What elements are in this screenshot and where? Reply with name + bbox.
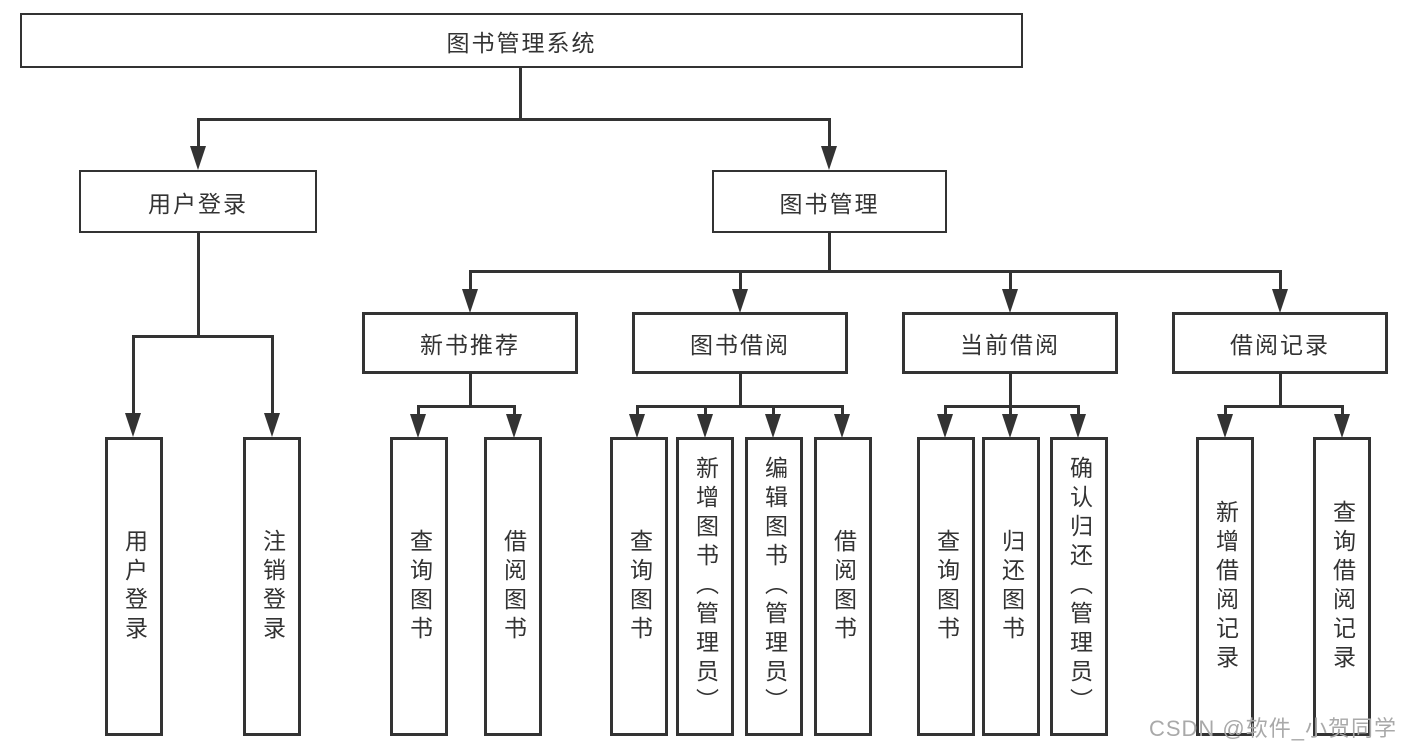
arrowhead-current-confirm-icon (1070, 414, 1086, 438)
connector-arrow-bquery-stem (636, 405, 639, 414)
leaf-current-return-label: 归还图书 (998, 528, 1025, 645)
node-user-login: 用户登录 (79, 170, 317, 233)
connector-arrow-current-stem (1009, 270, 1012, 289)
leaf-records-query: 查询借阅记录 (1313, 437, 1371, 736)
leaf-records-query-label: 查询借阅记录 (1329, 499, 1356, 674)
node-root: 图书管理系统 (20, 13, 1023, 68)
arrowhead-newbook-query-icon (410, 414, 426, 438)
node-new-book-recommend: 新书推荐 (362, 312, 578, 374)
node-book-management-label: 图书管理 (779, 190, 880, 217)
arrowhead-user-login-icon (190, 146, 206, 170)
connector-root-hline (197, 118, 831, 121)
connector-arrow-logout-stem (271, 335, 274, 413)
leaf-current-query-label: 查询图书 (933, 528, 960, 645)
leaf-records-add-label: 新增借阅记录 (1212, 499, 1239, 674)
leaf-user-logout-label: 注销登录 (259, 528, 286, 645)
connector-user-stem (197, 233, 200, 335)
node-user-login-label: 用户登录 (148, 190, 248, 217)
connector-records-stem (1279, 374, 1282, 405)
node-current-borrow-label: 当前借阅 (960, 332, 1060, 358)
leaf-borrow-add-admin-label: 新增图书（管理员） (692, 456, 719, 717)
arrowhead-current-return-icon (1002, 414, 1018, 438)
arrowhead-borrow-borrow-icon (834, 414, 850, 438)
leaf-current-confirm-admin: 确认归还（管理员） (1050, 437, 1108, 736)
arrowhead-current-query-icon (937, 414, 953, 438)
connector-borrow-stem (739, 374, 742, 405)
arrowhead-records-query-icon (1334, 414, 1350, 438)
node-root-label: 图书管理系统 (446, 29, 597, 56)
node-book-borrow-label: 图书借阅 (690, 332, 790, 358)
leaf-newbook-borrow-label: 借阅图书 (500, 528, 527, 645)
node-book-borrow: 图书借阅 (632, 312, 848, 374)
leaf-borrow-edit-admin-label: 编辑图书（管理员） (761, 456, 788, 717)
connector-root-stem (519, 68, 522, 118)
leaf-borrow-query: 查询图书 (610, 437, 668, 736)
arrowhead-borrow-edit-icon (765, 414, 781, 438)
connector-arrow-login-stem (132, 335, 135, 413)
connector-arrow-radd-stem (1224, 405, 1227, 414)
arrowhead-book-borrow-icon (732, 289, 748, 313)
connector-arrow-cconfirm-stem (1077, 405, 1080, 414)
leaf-newbook-query: 查询图书 (390, 437, 448, 736)
arrowhead-borrow-add-icon (697, 414, 713, 438)
connector-arrow-rquery-stem (1341, 405, 1344, 414)
connector-arrow-records-stem (1279, 270, 1282, 289)
leaf-user-logout: 注销登录 (243, 437, 301, 736)
connector-current-hline (944, 405, 1080, 408)
connector-arrow-user-stem (197, 118, 200, 146)
leaf-current-query: 查询图书 (917, 437, 975, 736)
connector-arrow-bookmgmt-stem (828, 118, 831, 146)
leaf-user-login-label: 用户登录 (121, 528, 148, 645)
connector-newbook-hline (417, 405, 516, 408)
leaf-borrow-query-label: 查询图书 (626, 528, 653, 645)
node-book-management: 图书管理 (712, 170, 947, 233)
arrowhead-current-borrow-icon (1002, 289, 1018, 313)
connector-arrow-nbquery-stem (417, 405, 420, 414)
arrowhead-book-management-icon (821, 146, 837, 170)
arrowhead-leaf-login-icon (125, 413, 141, 437)
leaf-records-add: 新增借阅记录 (1196, 437, 1254, 736)
connector-newbook-stem (469, 374, 472, 405)
node-borrow-records-label: 借阅记录 (1230, 332, 1330, 358)
connector-user-hline (132, 335, 274, 338)
arrowhead-newbook-borrow-icon (506, 414, 522, 438)
arrowhead-borrow-query-icon (629, 414, 645, 438)
connector-bookmgmt-stem (828, 233, 831, 270)
leaf-borrow-borrow: 借阅图书 (814, 437, 872, 736)
node-new-book-recommend-label: 新书推荐 (420, 332, 520, 358)
arrowhead-records-add-icon (1217, 414, 1233, 438)
leaf-borrow-borrow-label: 借阅图书 (830, 528, 857, 645)
connector-bookmgmt-hline (469, 270, 1281, 273)
connector-borrow-hline (636, 405, 844, 408)
connector-arrow-borrow-stem (739, 270, 742, 289)
connector-arrow-nbborrow-stem (513, 405, 516, 414)
connector-arrow-bedit-stem (772, 405, 775, 414)
arrowhead-leaf-logout-icon (264, 413, 280, 437)
connector-arrow-newbook-stem (469, 270, 472, 289)
node-borrow-records: 借阅记录 (1172, 312, 1388, 374)
leaf-newbook-borrow: 借阅图书 (484, 437, 542, 736)
connector-records-hline (1224, 405, 1344, 408)
arrowhead-new-book-recommend-icon (462, 289, 478, 313)
arrowhead-borrow-records-icon (1272, 289, 1288, 313)
connector-current-stem (1009, 374, 1012, 405)
node-current-borrow: 当前借阅 (902, 312, 1118, 374)
leaf-current-return: 归还图书 (982, 437, 1040, 736)
connector-arrow-bborrow-stem (841, 405, 844, 414)
leaf-borrow-add-admin: 新增图书（管理员） (676, 437, 734, 736)
connector-arrow-cquery-stem (944, 405, 947, 414)
leaf-borrow-edit-admin: 编辑图书（管理员） (745, 437, 803, 736)
leaf-user-login: 用户登录 (105, 437, 163, 736)
connector-arrow-badd-stem (704, 405, 707, 414)
leaf-current-confirm-admin-label: 确认归还（管理员） (1066, 456, 1093, 717)
leaf-newbook-query-label: 查询图书 (406, 528, 433, 645)
connector-arrow-creturn-stem (1009, 405, 1012, 414)
